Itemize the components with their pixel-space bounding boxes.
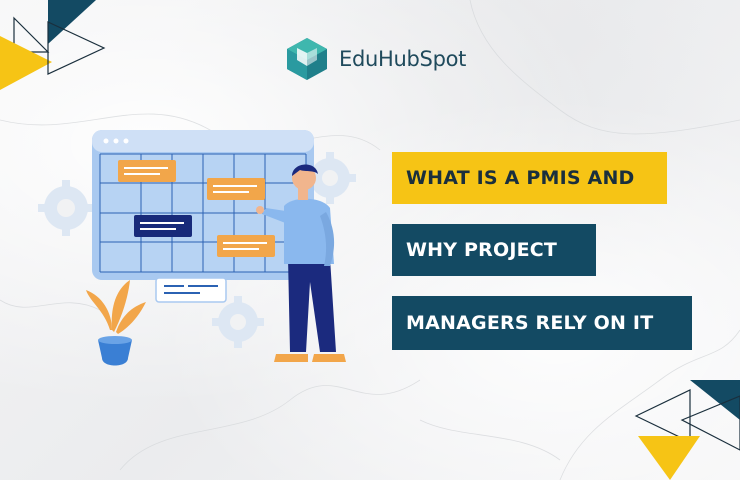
project-illustration xyxy=(38,130,356,366)
task-card xyxy=(207,178,265,200)
title-line-2: WHY PROJECT xyxy=(392,224,596,276)
task-card xyxy=(118,160,176,182)
title-line-3: MANAGERS RELY ON IT xyxy=(392,296,692,350)
corner-decoration-bottom-right xyxy=(634,380,740,480)
outline-triangle xyxy=(47,21,106,75)
task-card xyxy=(217,235,275,257)
title-line-1: WHAT IS A PMIS AND xyxy=(392,152,667,204)
brand-logo: EduHubSpot xyxy=(283,36,466,82)
corner-decoration-top-left xyxy=(0,0,106,90)
task-card xyxy=(134,215,192,237)
outline-triangle xyxy=(680,395,740,451)
navy-triangle xyxy=(690,380,740,420)
plant-pot-icon xyxy=(86,280,146,366)
calendar-board-icon xyxy=(92,130,314,280)
brand-name: EduHubSpot xyxy=(339,47,467,71)
navy-triangle xyxy=(48,0,96,44)
man-pointing-icon xyxy=(256,164,346,362)
hexagon-cube-logo-icon xyxy=(287,38,327,80)
gear-icon xyxy=(212,296,264,348)
yellow-triangle xyxy=(638,436,700,480)
yellow-triangle xyxy=(0,36,52,90)
gear-icon xyxy=(38,180,94,236)
outline-triangle xyxy=(634,389,691,443)
chat-bubble-icon xyxy=(155,277,227,303)
